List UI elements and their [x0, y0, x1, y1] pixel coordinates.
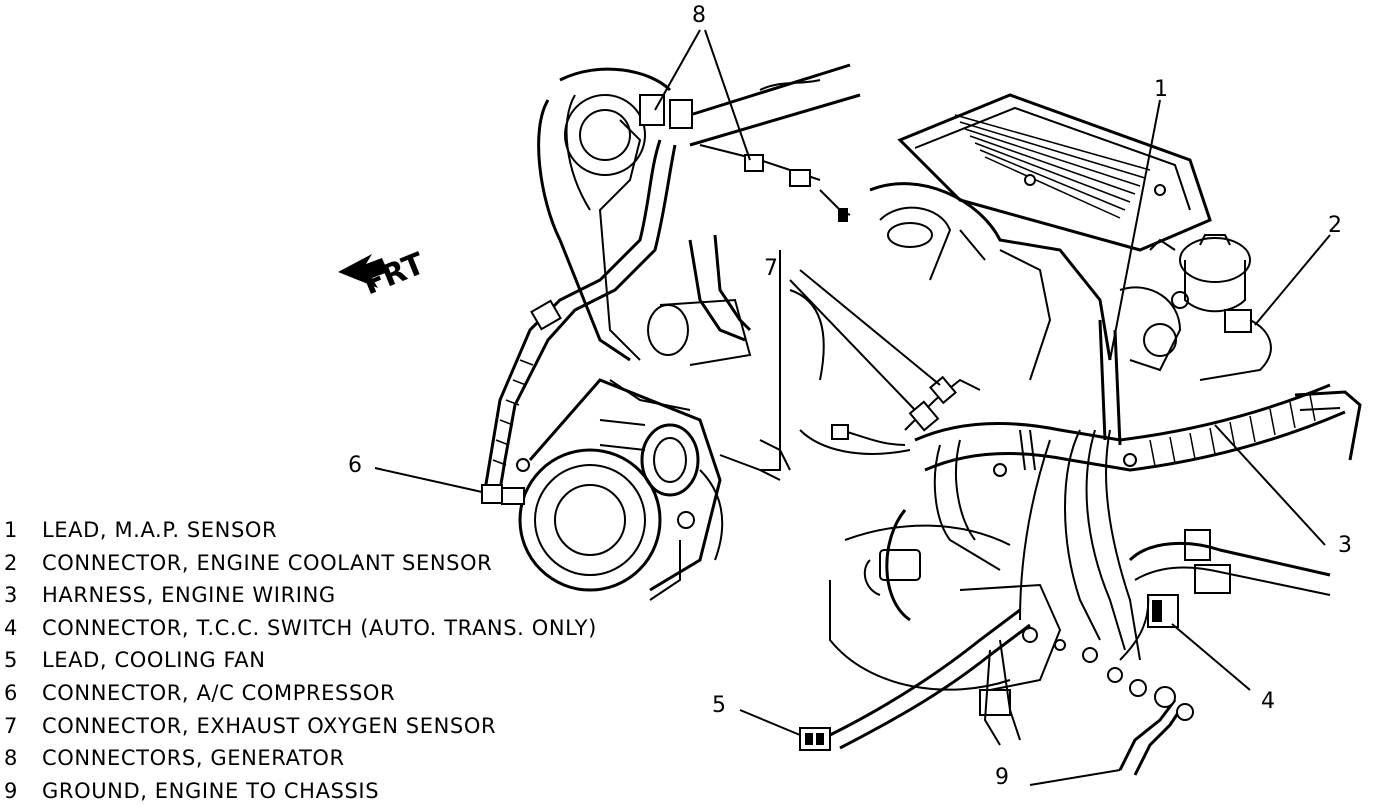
callout-labels: 8 1 2 3 4 5 6 7 9	[348, 3, 1352, 790]
legend-number: 1	[4, 518, 18, 542]
callout-3: 3	[1338, 533, 1352, 558]
legend-number: 6	[4, 680, 18, 705]
legend-item: 1 LEAD, M.A.P. SENSOR	[4, 514, 597, 547]
callout-9: 9	[995, 765, 1009, 790]
callout-2: 2	[1328, 213, 1342, 238]
legend-item: 2 CONNECTOR, ENGINE COOLANT SENSOR	[4, 547, 597, 580]
legend-number: 2	[4, 550, 18, 575]
legend-item: 4 CONNECTOR, T.C.C. SWITCH (AUTO. TRANS. …	[4, 612, 597, 645]
legend-text: CONNECTOR, ENGINE COOLANT SENSOR	[42, 550, 493, 575]
legend-text: LEAD, M.A.P. SENSOR	[42, 518, 278, 542]
legend-text: CONNECTOR, EXHAUST OXYGEN SENSOR	[42, 713, 497, 738]
component-legend: 1 LEAD, M.A.P. SENSOR 2 CONNECTOR, ENGINE …	[4, 514, 597, 807]
legend-text: CONNECTOR, A/C COMPRESSOR	[42, 680, 396, 705]
legend-number: 9	[4, 778, 18, 803]
legend-number: 8	[4, 746, 18, 771]
callout-1: 1	[1154, 77, 1168, 102]
legend-number: 3	[4, 583, 18, 608]
legend-text: LEAD, COOLING FAN	[42, 648, 266, 673]
legend-item: 8 CONNECTORS, GENERATOR	[4, 742, 597, 775]
legend-text: GROUND, ENGINE TO CHASSIS	[42, 778, 380, 803]
engine-artwork	[481, 63, 1362, 776]
callout-7: 7	[764, 256, 778, 281]
front-direction-marker: FRT	[338, 246, 430, 302]
legend-item: 6 CONNECTOR, A/C COMPRESSOR	[4, 677, 597, 710]
callout-8: 8	[692, 3, 706, 28]
callout-leaders	[374, 29, 1331, 786]
callout-4: 4	[1261, 689, 1275, 714]
front-marker-text: FRT	[358, 246, 430, 302]
legend-number: 4	[4, 615, 18, 640]
callout-5: 5	[712, 693, 726, 718]
callout-6: 6	[348, 453, 362, 478]
legend-item: 3 HARNESS, ENGINE WIRING	[4, 579, 597, 612]
legend-number: 5	[4, 648, 18, 673]
legend-item: 7 CONNECTOR, EXHAUST OXYGEN SENSOR	[4, 710, 597, 743]
front-arrow-icon	[338, 254, 388, 288]
legend-number: 7	[4, 713, 18, 738]
legend-text: CONNECTOR, T.C.C. SWITCH (AUTO. TRANS. O…	[42, 615, 597, 640]
legend-text: HARNESS, ENGINE WIRING	[42, 583, 336, 608]
legend-item: 9 GROUND, ENGINE TO CHASSIS	[4, 775, 597, 807]
legend-text: CONNECTORS, GENERATOR	[42, 746, 345, 771]
legend-item: 5 LEAD, COOLING FAN	[4, 644, 597, 677]
